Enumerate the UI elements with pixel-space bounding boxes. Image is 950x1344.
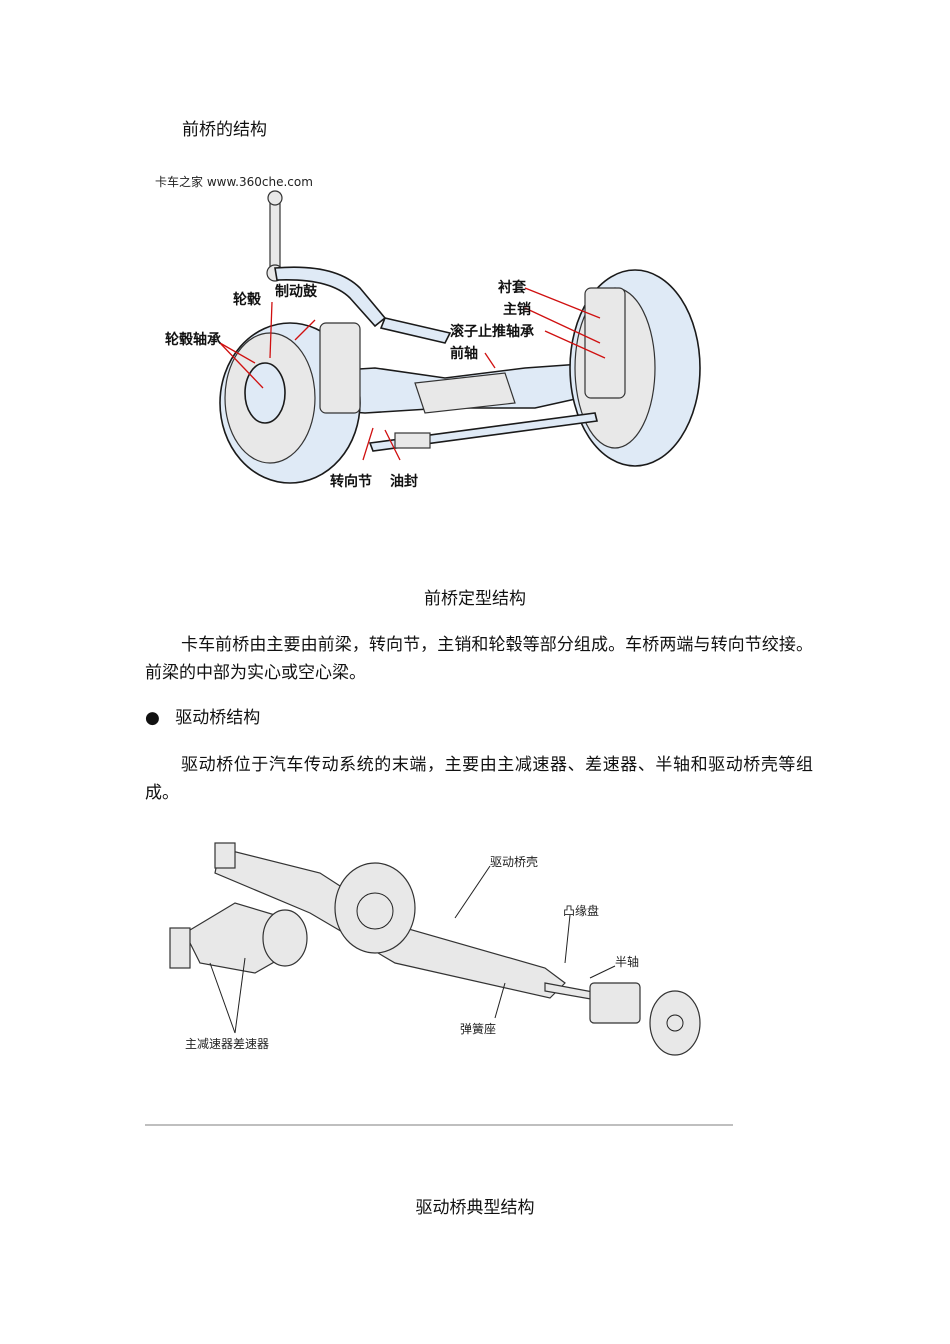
paragraph-front-axle: 卡车前桥由主要由前梁，转向节，主销和轮毂等部分组成。车桥两端与转向节绞接。前梁的… bbox=[145, 635, 813, 683]
label-reducer-differential: 主减速器差速器 bbox=[185, 1037, 269, 1051]
heading-drive-axle: 驱动桥结构 bbox=[175, 708, 261, 728]
label-hub: 轮毂 bbox=[233, 291, 262, 308]
label-steering-knuckle: 转向节 bbox=[330, 473, 372, 490]
front-axle-figure: 卡车之家 www.360che.com bbox=[145, 168, 725, 503]
front-axle-diagram: 卡车之家 www.360che.com bbox=[155, 174, 701, 490]
paragraph-drive-axle: 驱动桥位于汽车传动系统的末端，主要由主减速器、差速器、半轴和驱动桥壳等组成。 bbox=[145, 755, 813, 803]
watermark: 卡车之家 www.360che.com bbox=[155, 174, 313, 189]
heading-front-axle: 前桥的结构 bbox=[182, 120, 267, 140]
bullet-glyph: ● bbox=[145, 708, 160, 728]
label-oil-seal: 油封 bbox=[390, 473, 418, 490]
caption-front-axle: 前桥定型结构 bbox=[424, 589, 526, 609]
label-flange: 凸缘盘 bbox=[563, 903, 599, 918]
caption-drive-axle: 驱动桥典型结构 bbox=[415, 1198, 535, 1218]
drive-axle-diagram: 驱动桥壳 凸缘盘 半轴 弹簧座 主减速器差速器 bbox=[145, 833, 733, 1126]
label-thrust-bearing: 滚子止推轴承 bbox=[450, 323, 534, 340]
label-brake-drum: 制动鼓 bbox=[275, 283, 318, 300]
label-hub-bearing: 轮毂轴承 bbox=[165, 331, 221, 348]
drive-axle-figure: 驱动桥壳 凸缘盘 半轴 弹簧座 主减速器差速器 bbox=[145, 833, 733, 1128]
label-kingpin: 主销 bbox=[503, 301, 531, 318]
label-housing: 驱动桥壳 bbox=[490, 855, 538, 869]
label-half-shaft: 半轴 bbox=[615, 954, 639, 969]
label-front-axle: 前轴 bbox=[450, 345, 478, 362]
label-spring-seat: 弹簧座 bbox=[460, 1021, 496, 1036]
bullet-drive-axle: ● 驱动桥结构 bbox=[145, 704, 260, 732]
label-bushing: 衬套 bbox=[498, 279, 526, 296]
